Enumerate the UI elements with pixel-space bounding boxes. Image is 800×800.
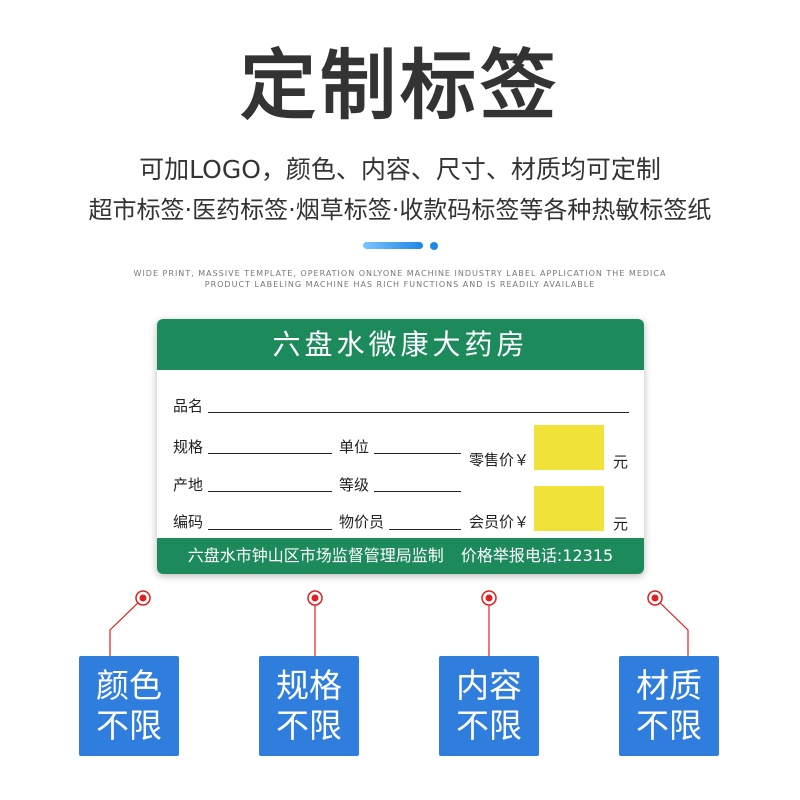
field-label-member-price: 会员价￥ [469,513,530,531]
member-price-box [534,486,604,531]
divider-bar [363,242,423,249]
field-line-name [208,412,629,413]
badge-spec-unlimited: 规格 不限 [259,656,359,756]
marker-dot-content-core [485,594,493,602]
footer-hotline-text: 价格举报电话:12315 [460,546,614,565]
field-line-origin [208,491,332,492]
english-caption-line-1: WIDE PRINT, MASSIVE TEMPLATE, OPERATION … [133,269,667,278]
badge-line-1: 颜色 [96,666,162,705]
field-line-grade [374,491,461,492]
badge-line-2: 不限 [636,706,702,745]
field-label-grade: 等级 [339,476,370,494]
field-line-spec [208,453,332,454]
label-footer: 六盘水市钟山区市场监督管理局监制 价格举报电话:12315 [157,538,644,574]
field-label-code: 编码 [173,513,204,531]
badge-line-2: 不限 [96,706,162,745]
subtitle-label-types: 超市标签·医药标签·烟草标签·收款码标签等各种热敏标签纸 [88,196,712,224]
footer-supervisor-text: 六盘水市钟山区市场监督管理局监制 [187,546,444,565]
member-price-unit: 元 [613,515,629,533]
english-caption-line-2: PRODUCT LABELING MACHINE HAS RICH FUNCTI… [204,280,596,289]
label-header: 六盘水微康大药房 [157,319,644,370]
retail-price-unit: 元 [613,453,629,471]
sample-price-label: 六盘水微康大药房 品名 规格 单位 零售价￥ 元 产地 等级 编码 物价员 会员… [157,319,644,574]
badge-content-unlimited: 内容 不限 [439,656,539,756]
leader-line-material [654,597,689,656]
badge-line-1: 规格 [276,666,342,705]
field-line-code [208,529,332,530]
field-line-unit [374,453,461,454]
subtitle-customization: 可加LOGO，颜色、内容、尺寸、材质均可定制 [139,155,661,184]
badge-material-unlimited: 材质 不限 [619,656,719,756]
leader-line-color [109,597,144,656]
badge-line-1: 内容 [456,666,522,705]
field-label-unit: 单位 [339,438,370,456]
badge-line-2: 不限 [456,706,522,745]
marker-dot-color-core [139,594,147,602]
field-label-name: 品名 [173,397,204,415]
page-title: 定制标签 [240,41,560,130]
field-label-retail-price: 零售价￥ [469,451,530,469]
field-label-spec: 规格 [173,438,204,456]
marker-dot-material-core [651,594,659,602]
badge-line-2: 不限 [276,706,342,745]
field-label-origin: 产地 [173,476,204,494]
badge-line-1: 材质 [636,666,702,705]
field-label-price-clerk: 物价员 [339,513,385,531]
retail-price-box [534,425,604,470]
field-line-price-clerk [389,529,461,530]
divider-dot [430,241,438,250]
marker-dot-spec-core [311,594,319,602]
badge-color-unlimited: 颜色 不限 [79,656,179,756]
